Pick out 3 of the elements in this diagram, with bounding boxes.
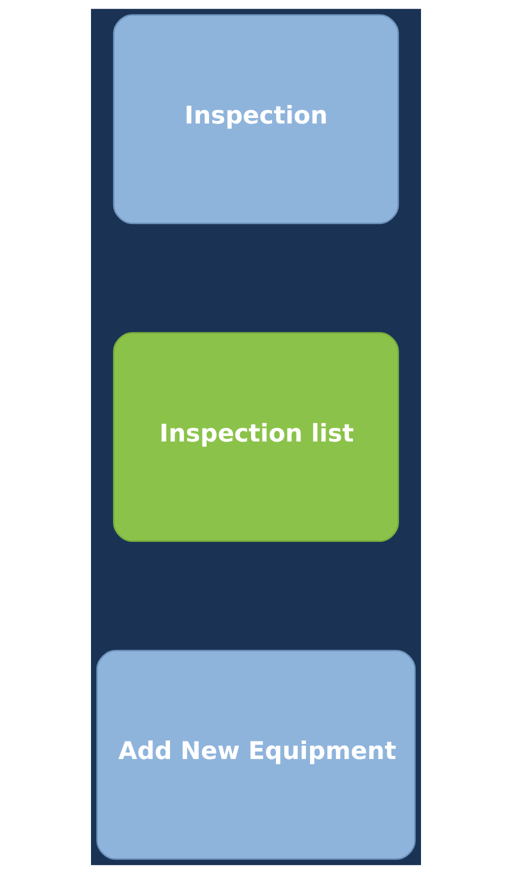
node-box: Inspection	[113, 14, 399, 224]
node-box: Add New Equipment	[96, 650, 416, 860]
node-box: Inspection list	[113, 332, 399, 542]
